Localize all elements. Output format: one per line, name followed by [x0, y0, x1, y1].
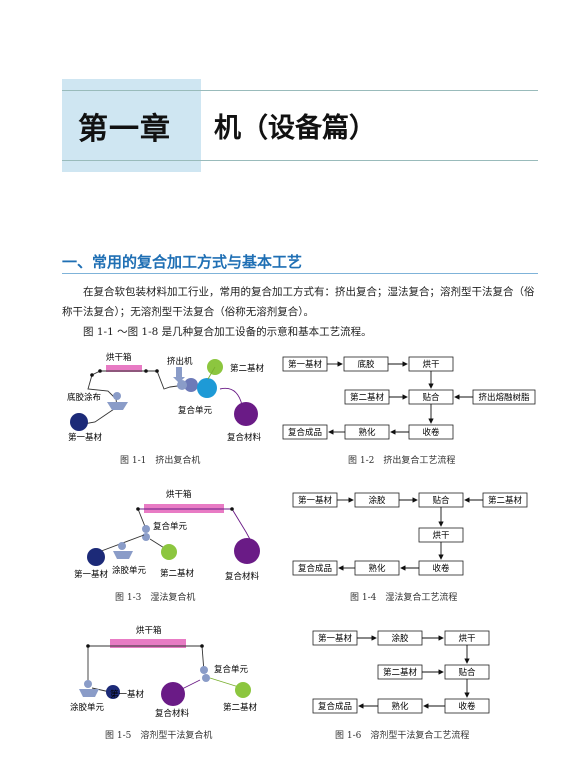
fig1-first-substrate-roll — [70, 413, 88, 431]
chapter-number: 第一章 — [78, 112, 171, 147]
fig5-lamination-roll-a — [200, 666, 208, 674]
fig6-box-second: 第二基材 — [383, 667, 418, 678]
fig6-box-cure: 熟化 — [391, 701, 409, 712]
fig6-box-laminate: 贴合 — [458, 667, 476, 678]
body-paragraph-2: 图 1-1 ～图 1-8 是几种复合加工设备的示意和基本工艺流程。 — [83, 326, 372, 338]
section-title: 一、常用的复合加工方式与基本工艺 — [62, 253, 303, 271]
fig5-label-glue: 涂胶单元 — [70, 702, 105, 713]
fig5-second-substrate-roll — [235, 682, 251, 698]
fig3-lamination-roll-a — [142, 525, 150, 533]
fig6-box-first: 第一基材 — [318, 633, 353, 644]
fig1-coater-tray — [107, 402, 128, 410]
fig1-oven-bar — [106, 365, 142, 372]
fig5-oven-bar — [110, 639, 186, 648]
chapter-number-band — [62, 79, 201, 172]
fig1-label-coater: 底胶涂布 — [67, 392, 101, 403]
fig4-box-second: 第二基材 — [488, 495, 523, 506]
fig4-wet-flow: 第一基材 涂胶 贴合 第二基材 烘干 复合成品 熟化 收卷 — [292, 492, 528, 576]
fig2-box-first: 第一基材 — [288, 359, 323, 370]
fig4-box-glue: 涂胶 — [368, 495, 386, 506]
fig2-box-resin: 挤出熔融树脂 — [478, 392, 530, 403]
fig1-extruder-shape — [176, 367, 182, 377]
fig5-lamination-roll-b — [202, 674, 210, 682]
fig2-caption: 图 1-2 挤出复合工艺流程 — [348, 456, 456, 466]
fig1-caption: 图 1-1 挤出复合机 — [120, 456, 201, 466]
fig3-lamination-roll-b — [142, 533, 150, 541]
fig2-box-cure: 熟化 — [358, 427, 376, 438]
fig3-caption: 图 1-3 湿法复合机 — [115, 593, 196, 603]
chapter-title: 机（设备篇） — [214, 113, 376, 144]
fig1-label-oven: 烘干箱 — [106, 352, 132, 363]
fig6-box-wind: 收卷 — [458, 701, 476, 712]
fig5-label-first: 第一基材 — [110, 689, 145, 700]
fig4-box-first: 第一基材 — [298, 495, 333, 506]
fig1-extrusion-laminator: 烘干箱 挤出机 第二基材 底胶涂布 复合单元 第一基材 复合材料 — [67, 352, 265, 443]
fig3-glue-tray — [113, 551, 133, 559]
fig4-box-cure: 熟化 — [368, 563, 386, 574]
fig6-box-dry: 烘干 — [458, 633, 476, 644]
fig2-box-wind: 收卷 — [422, 427, 440, 438]
fig3-first-substrate-roll — [87, 548, 105, 566]
fig6-dry-flow: 第一基材 涂胶 烘干 第二基材 贴合 复合成品 熟化 收卷 — [312, 630, 490, 714]
fig3-label-product: 复合材料 — [225, 571, 260, 582]
fig5-label-unit: 复合单元 — [214, 664, 249, 675]
fig3-second-substrate-roll — [161, 544, 177, 560]
fig5-product-roll — [161, 682, 185, 706]
fig4-box-dry: 烘干 — [432, 530, 450, 541]
fig3-oven-bar — [144, 504, 224, 513]
fig3-product-roll — [234, 538, 260, 564]
fig5-dry-laminator: 烘干箱 复合单元 第一基材 涂胶单元 复合材料 第二基材 — [70, 625, 258, 719]
fig5-label-product: 复合材料 — [155, 708, 190, 719]
fig4-caption: 图 1-4 湿法复合工艺流程 — [350, 593, 458, 603]
fig2-box-dry: 烘干 — [422, 359, 440, 370]
chapter-top-rule — [62, 90, 538, 91]
fig4-box-product: 复合成品 — [298, 563, 332, 574]
fig5-label-oven: 烘干箱 — [136, 625, 162, 636]
fig2-box-second: 第二基材 — [350, 392, 385, 403]
fig3-label-unit: 复合单元 — [153, 521, 188, 532]
fig1-label-first: 第一基材 — [68, 432, 103, 443]
fig1-label-unit: 复合单元 — [178, 405, 213, 416]
fig5-label-second: 第二基材 — [223, 702, 258, 713]
fig5-first-substrate-roll — [106, 685, 120, 699]
fig3-wet-laminator: 烘干箱 复合单元 第一基材 涂胶单元 第二基材 复合材料 — [74, 489, 260, 582]
section-rule — [62, 273, 538, 274]
chapter-bottom-rule — [62, 160, 538, 161]
fig2-box-laminate: 贴合 — [422, 392, 440, 403]
body-paragraph-1: 在复合软包装材料加工行业，常用的复合加工方式有：挤出复合；湿法复合；溶剂型干法复… — [62, 286, 535, 318]
fig2-box-primer: 底胶 — [357, 359, 375, 370]
fig1-label-product: 复合材料 — [227, 432, 262, 443]
fig3-label-second: 第二基材 — [160, 568, 195, 579]
fig5-glue-tray — [79, 689, 99, 697]
fig1-product-roll — [234, 402, 258, 426]
fig6-caption: 图 1-6 溶剂型干法复合工艺流程 — [335, 731, 470, 741]
fig1-label-extruder: 挤出机 — [167, 356, 193, 367]
fig6-box-glue: 涂胶 — [391, 633, 409, 644]
fig4-box-wind: 收卷 — [432, 563, 450, 574]
fig1-label-second: 第二基材 — [230, 363, 265, 374]
fig2-extrusion-flow: 第一基材 底胶 烘干 第二基材 贴合 挤出熔融树脂 复合成品 熟化 收卷 — [282, 356, 536, 440]
fig1-lamination-roll — [197, 378, 217, 398]
fig1-chill-roll — [184, 378, 198, 392]
fig6-box-product: 复合成品 — [318, 701, 352, 712]
fig2-box-product: 复合成品 — [288, 427, 322, 438]
fig3-label-oven: 烘干箱 — [166, 489, 192, 500]
fig3-label-first: 第一基材 — [74, 569, 109, 580]
fig4-box-laminate: 贴合 — [432, 495, 450, 506]
fig3-label-glue: 涂胶单元 — [112, 565, 147, 576]
fig5-caption: 图 1-5 溶剂型干法复合机 — [105, 731, 213, 741]
